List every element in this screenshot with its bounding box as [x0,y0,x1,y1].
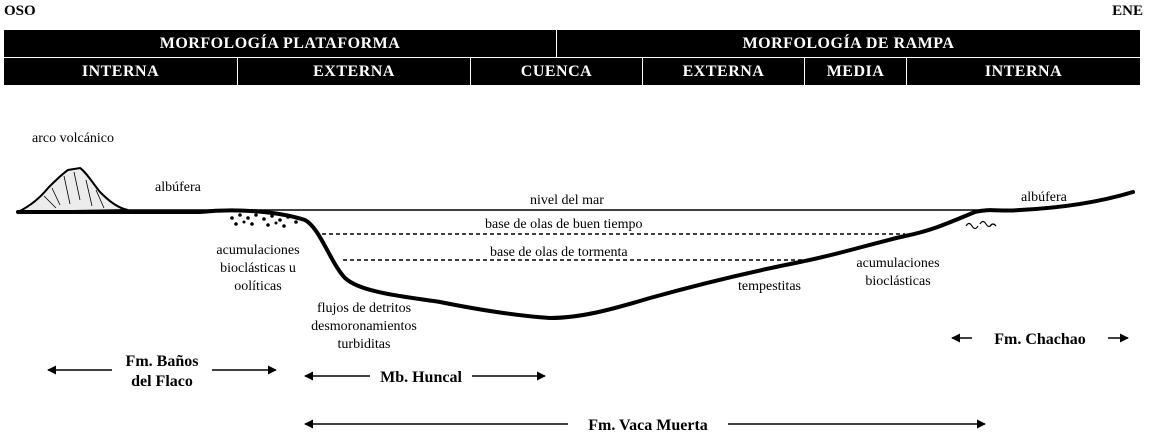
svg-text:bioclásticas u: bioclásticas u [220,261,296,276]
tempestites-label: tempestitas [738,279,801,294]
volcano-shape [17,166,129,213]
vaca-muerta-label: Fm. Vaca Muerta [588,417,708,434]
svg-text:turbiditas: turbiditas [338,337,391,352]
debris-label: flujos de detritos desmoronamientos turb… [311,301,417,352]
fair-weather-wave-base-label: base de olas de buen tiempo [485,217,642,232]
east-accumulations-label: acumulaciones bioclásticas [856,256,939,289]
east-lagoon-label: albúfera [1021,190,1068,205]
svg-text:del Flaco: del Flaco [131,373,193,390]
zone-basin: CUENCA [470,58,642,85]
banos-del-flaco-bg [112,347,212,391]
svg-text:flujos de detritos: flujos de detritos [317,301,411,316]
banos-del-flaco-label: Fm. Baños del Flaco [126,353,199,390]
ramp-morphology-cell: MORFOLOGÍA DE RAMPA [556,30,1140,57]
chachao-label: Fm. Chachao [994,331,1086,348]
svg-text:acumulaciones: acumulaciones [216,243,299,258]
svg-text:desmoronamientos: desmoronamientos [311,319,417,334]
storm-wave-base-label: base de olas de tormenta [490,245,628,260]
sea-floor-profile [16,190,1135,320]
bioclastic-dots [230,213,298,228]
vaca-muerta-bg [568,413,728,434]
zone-platform-external: EXTERNA [237,58,470,85]
zone-header: INTERNA EXTERNA CUENCA EXTERNA MEDIA INT… [4,58,1140,85]
zone-ramp-internal: INTERNA [906,58,1140,85]
west-accumulations-label: acumulaciones bioclásticas u oolíticas [216,243,299,294]
svg-text:bioclásticas: bioclásticas [865,274,930,289]
zone-ramp-middle: MEDIA [804,58,906,85]
west-orientation-label: OSO [4,3,36,19]
shell-symbols [965,220,997,230]
svg-text:acumulaciones: acumulaciones [856,256,939,271]
zone-ramp-external: EXTERNA [642,58,804,85]
west-lagoon-label: albúfera [155,180,202,195]
zone-platform-internal: INTERNA [81,62,160,80]
volcanic-arc-label: arco volcánico [32,131,114,146]
platform-morphology-cell: MORFOLOGÍA PLATAFORMA [159,34,401,52]
svg-text:oolíticas: oolíticas [234,279,281,294]
sea-level-label: nivel del mar [530,193,604,208]
huncal-label: Mb. Huncal [380,369,462,386]
morphology-header: MORFOLOGÍA PLATAFORMA MORFOLOGÍA DE RAMP… [4,30,1140,57]
volcano-texture [43,171,105,209]
east-orientation-label: ENE [1112,3,1143,19]
huncal-bg [370,364,472,386]
svg-text:Fm. Baños: Fm. Baños [126,353,199,370]
